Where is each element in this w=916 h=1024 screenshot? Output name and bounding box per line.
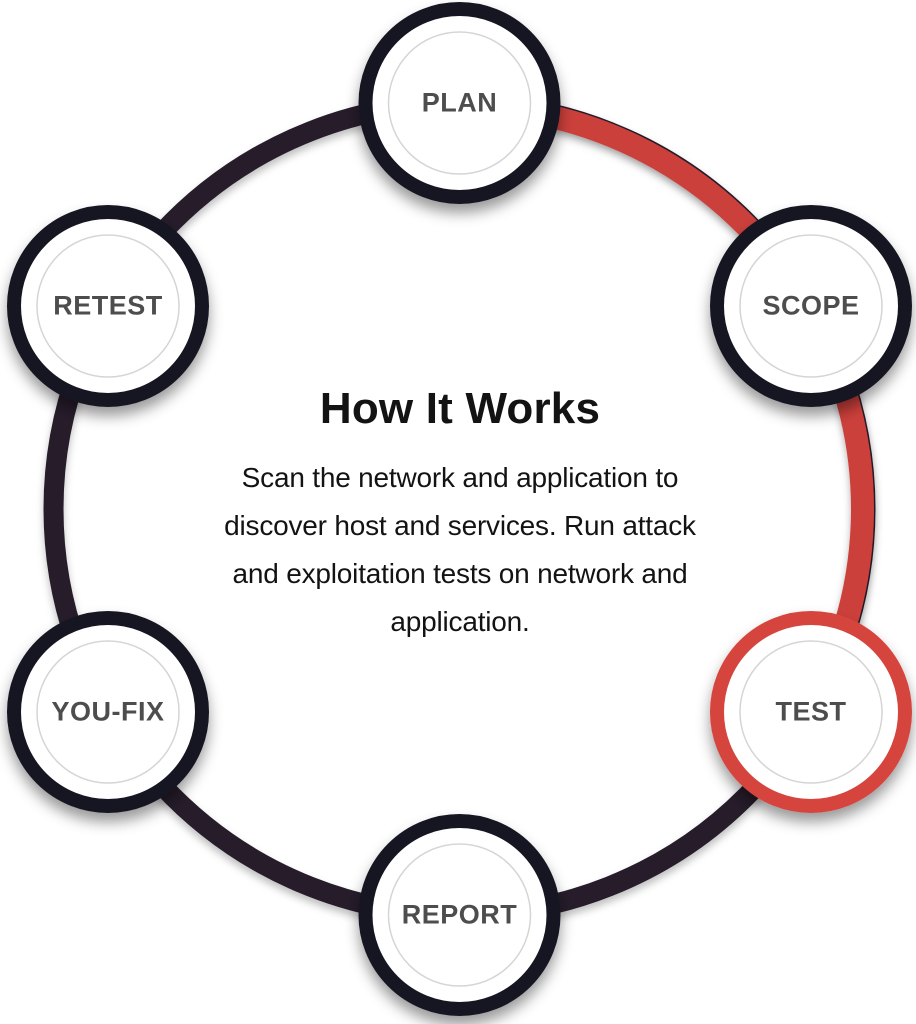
diagram-description-line: and exploitation tests on network and	[232, 558, 688, 589]
node-test	[710, 611, 912, 813]
node-scope-inner-circle	[739, 234, 883, 378]
node-you-fix	[7, 611, 209, 813]
node-scope	[710, 205, 912, 407]
node-plan-ring	[358, 2, 561, 204]
diagram-description-line: discover host and services. Run attack	[224, 510, 696, 541]
node-retest-ring	[7, 205, 209, 407]
node-retest	[7, 205, 209, 407]
node-report-label: REPORT	[401, 899, 518, 930]
node-test-label: TEST	[775, 696, 847, 727]
node-you-fix-label: YOU-FIX	[51, 696, 165, 727]
node-report-inner-circle	[387, 843, 532, 987]
node-scope-ring	[710, 205, 912, 407]
node-plan-inner-circle	[387, 31, 532, 175]
node-report-ring	[358, 814, 561, 1016]
node-scope-label: SCOPE	[762, 290, 860, 321]
node-test-ring	[710, 611, 912, 813]
node-retest-label: RETEST	[53, 290, 163, 321]
node-plan-label: PLAN	[421, 87, 498, 118]
node-report	[358, 814, 561, 1016]
node-retest-inner-circle	[36, 234, 180, 378]
node-you-fix-inner-circle	[36, 640, 180, 784]
node-test-inner-circle	[739, 640, 883, 784]
diagram-title: How It Works	[319, 384, 601, 433]
node-plan	[358, 2, 561, 204]
diagram-description-line: application.	[390, 606, 530, 637]
node-you-fix-ring	[7, 611, 209, 813]
diagram-description-line: Scan the network and application to	[241, 462, 679, 493]
center-text-block: How It Works Scan the network and applic…	[160, 384, 760, 646]
